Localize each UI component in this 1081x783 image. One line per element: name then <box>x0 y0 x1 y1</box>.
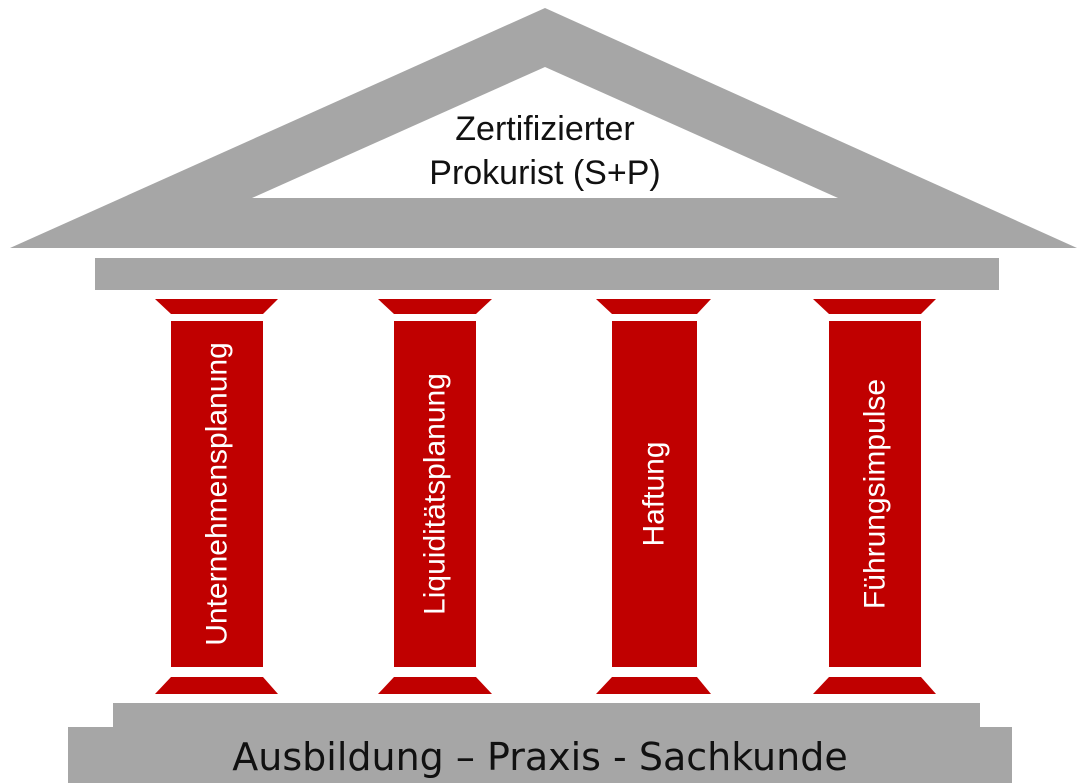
pillar-label: Liquiditätsplanung <box>419 373 452 615</box>
roof-inner-triangle <box>252 67 838 198</box>
pillar-2: Liquiditätsplanung <box>378 299 492 694</box>
pillar-capital <box>596 299 711 314</box>
foundation-lower-step <box>68 727 1012 783</box>
pillar-base <box>596 677 711 694</box>
foundation-upper-step <box>113 703 980 727</box>
pillar-shaft <box>612 321 697 667</box>
foundation-label: Ausbildung – Praxis - Sachkunde <box>232 735 847 779</box>
pillar-label: Führungsimpulse <box>859 379 892 609</box>
pillar-shaft <box>394 321 476 667</box>
pillar-1: Unternehmensplanung <box>155 299 278 694</box>
pillar-shaft <box>171 321 263 667</box>
pillar-label: Haftung <box>638 441 671 546</box>
roof: Zertifizierter Prokurist (S+P) <box>10 8 1077 248</box>
foundation: Ausbildung – Praxis - Sachkunde <box>68 703 1012 783</box>
roof-title-line-1: Zertifizierter <box>455 110 634 148</box>
architrave-beam <box>95 258 999 290</box>
roof-title-line-2: Prokurist (S+P) <box>429 154 660 192</box>
pillar-capital <box>378 299 492 314</box>
pillar-capital <box>155 299 278 314</box>
pillar-capital <box>813 299 936 314</box>
pillar-3: Haftung <box>596 299 711 694</box>
pillar-shaft <box>829 321 921 667</box>
pillar-base <box>378 677 492 694</box>
pillar-base <box>813 677 936 694</box>
pillar-label: Unternehmensplanung <box>201 342 234 646</box>
pillar-base <box>155 677 278 694</box>
pillar-4: Führungsimpulse <box>813 299 936 694</box>
